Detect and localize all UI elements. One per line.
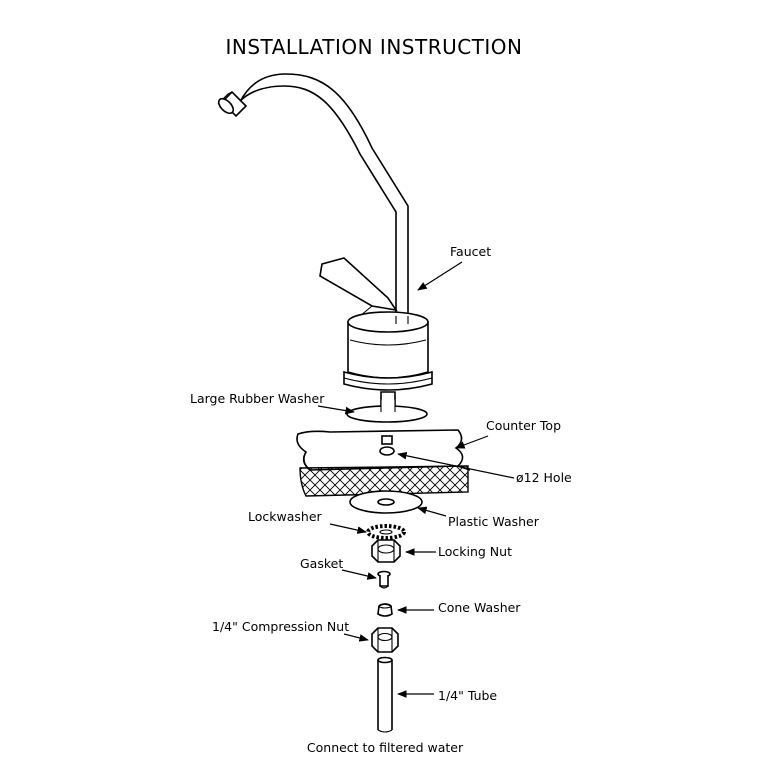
gasket-leader [341, 569, 377, 580]
cone-washer-label: Cone Washer [438, 600, 521, 615]
gasket [377, 570, 391, 589]
hole-label: ø12 Hole [516, 470, 572, 485]
page-title: INSTALLATION INSTRUCTION [225, 35, 522, 59]
plastic-washer [349, 490, 423, 514]
faucet-body [347, 311, 429, 379]
spout-tip [217, 90, 248, 118]
lockwasher-leader [329, 523, 367, 534]
faucet-handle [319, 257, 398, 319]
cone-washer [377, 603, 393, 617]
compression-nut [371, 627, 399, 653]
compression-nut-label: 1/4" Compression Nut [212, 619, 349, 634]
lockwasher-label: Lockwasher [248, 509, 323, 524]
counter-hole [379, 446, 395, 456]
faucet-base-ring [343, 370, 433, 391]
locking-nut [371, 539, 401, 563]
faucet-leader [417, 261, 463, 291]
large-rubber-washer-leader [317, 405, 355, 415]
counter-top-label: Counter Top [486, 418, 561, 433]
tube [377, 656, 393, 733]
lockwasher [366, 524, 406, 540]
faucet [217, 73, 433, 421]
large-rubber-washer-label: Large Rubber Washer [190, 391, 325, 406]
counter-top-leader [455, 435, 489, 449]
plastic-washer-leader [417, 506, 447, 517]
hole-leader [397, 451, 515, 479]
tube-label: 1/4" Tube [438, 688, 497, 703]
locking-nut-label: Locking Nut [438, 544, 512, 559]
plastic-washer-label: Plastic Washer [448, 514, 540, 529]
compression-nut-leader [343, 633, 369, 642]
large-rubber-washer [346, 400, 428, 423]
counter-top [296, 429, 471, 497]
gasket-label: Gasket [300, 556, 343, 571]
faucet-label: Faucet [450, 244, 491, 259]
footer-note: Connect to filtered water [307, 740, 464, 755]
